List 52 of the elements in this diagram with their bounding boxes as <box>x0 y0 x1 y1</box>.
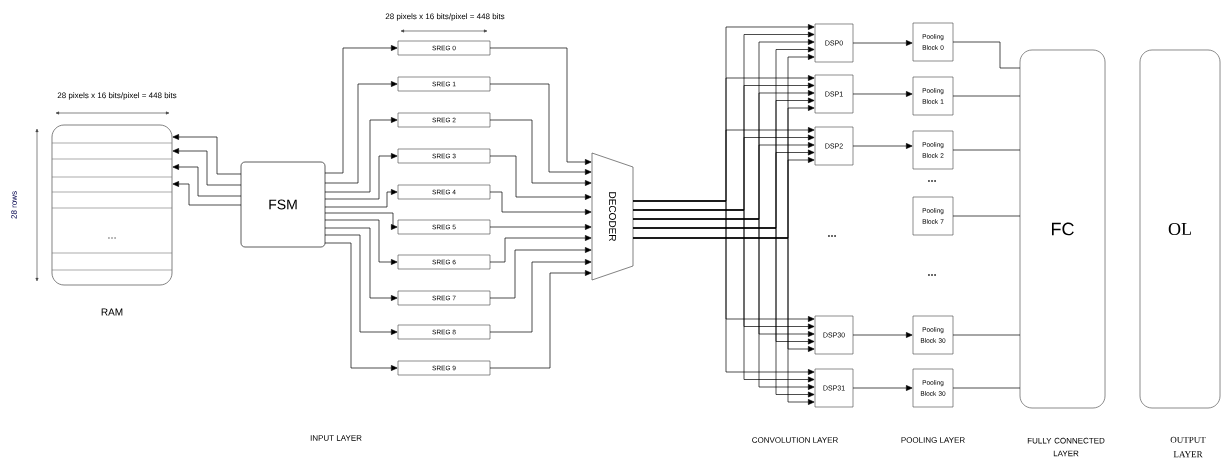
connector-line <box>952 41 1021 69</box>
connector-line <box>952 95 1021 97</box>
ellipsis: ... <box>928 180 936 182</box>
connector-line <box>952 215 1021 217</box>
ellipsis: ... <box>828 235 836 237</box>
arrow <box>489 259 592 333</box>
arrow <box>324 117 398 193</box>
arrow <box>172 134 242 175</box>
layer-label: POOLING LAYER <box>901 437 965 443</box>
arrow <box>852 332 913 338</box>
arrow <box>172 164 242 197</box>
ellipsis: ... <box>108 237 116 239</box>
layer-box: OL <box>1139 49 1221 409</box>
dimension-label: 28 rows <box>11 191 17 219</box>
arrow <box>324 242 398 371</box>
arrow <box>324 212 398 230</box>
layer-box: FC <box>1019 49 1106 409</box>
dimension-label: 28 pixels x 16 bits/pixel = 448 bits <box>385 13 505 21</box>
arrow <box>489 247 592 299</box>
arrow <box>489 47 592 165</box>
layer-label: INPUT LAYER <box>310 435 362 441</box>
arrow <box>852 91 913 97</box>
dimension-label: 28 pixels x 16 bits/pixel = 448 bits <box>57 92 177 100</box>
fsm-box: FSM <box>240 161 326 248</box>
decoder-trapezoid: DECODER <box>591 152 634 281</box>
arrow <box>324 153 398 200</box>
arrow <box>489 191 592 215</box>
block-caption: RAM <box>101 308 123 316</box>
connector-line <box>952 334 1021 336</box>
arrow <box>489 83 592 175</box>
arrow <box>172 148 242 186</box>
arrow <box>852 385 913 391</box>
arrow <box>324 219 398 265</box>
arrow <box>324 189 398 208</box>
arrow <box>489 224 592 230</box>
connector-line <box>952 149 1021 151</box>
ellipsis: ... <box>928 274 936 276</box>
layer-label: OUTPUT LAYER <box>1170 436 1206 458</box>
arrow <box>489 119 592 186</box>
layer-label: FULLY CONNECTED LAYER <box>1027 437 1105 457</box>
arrow <box>489 155 592 200</box>
arrow <box>324 45 398 174</box>
arrow <box>489 235 592 263</box>
arrow <box>852 143 913 149</box>
connector-line <box>952 387 1021 389</box>
arrow <box>489 270 592 369</box>
arrow <box>172 181 242 206</box>
arrow <box>324 234 398 335</box>
arrow <box>324 81 398 184</box>
arrow <box>852 40 913 46</box>
layer-label: CONVOLUTION LAYER <box>752 437 838 443</box>
arrow <box>324 227 398 301</box>
